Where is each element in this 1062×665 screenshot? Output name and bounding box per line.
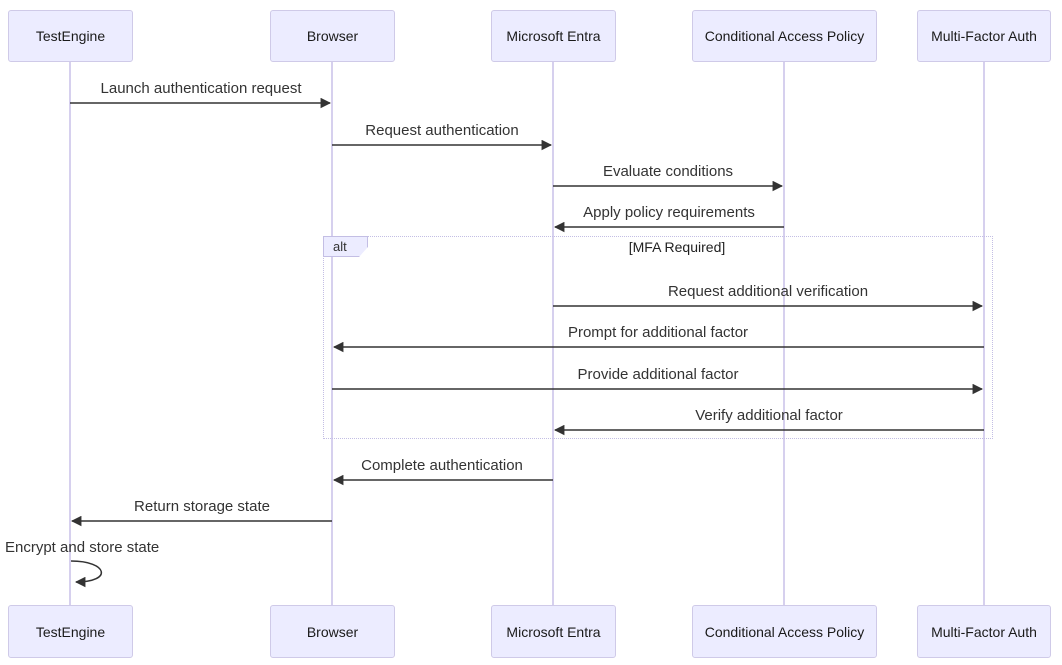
alt-operator-label: alt bbox=[323, 236, 368, 257]
actor-multi-factor-auth-bottom: Multi-Factor Auth bbox=[917, 605, 1051, 658]
actor-conditional-access-policy-bottom: Conditional Access Policy bbox=[692, 605, 877, 658]
lifeline-conditional-access-policy bbox=[783, 62, 785, 605]
message-label: Return storage state bbox=[134, 498, 270, 515]
message-label: Verify additional factor bbox=[695, 407, 843, 424]
arrow-self-encrypt-and-store-state bbox=[70, 560, 102, 588]
alt-frame bbox=[323, 236, 993, 439]
message-label: Prompt for additional factor bbox=[567, 324, 749, 341]
alt-condition-label: [MFA Required] bbox=[628, 239, 726, 255]
actor-conditional-access-policy-top: Conditional Access Policy bbox=[692, 10, 877, 62]
message-label: Launch authentication request bbox=[100, 80, 302, 97]
actor-testengine-top: TestEngine bbox=[8, 10, 133, 62]
lifeline-browser bbox=[331, 62, 333, 605]
lifeline-microsoft-entra bbox=[552, 62, 554, 605]
message-label: Request additional verification bbox=[667, 283, 869, 300]
actor-browser-top: Browser bbox=[270, 10, 395, 62]
actor-microsoft-entra-bottom: Microsoft Entra bbox=[491, 605, 616, 658]
lifeline-multi-factor-auth bbox=[983, 62, 985, 605]
message-label: Provide additional factor bbox=[577, 366, 739, 383]
lifeline-testengine bbox=[69, 62, 71, 605]
message-label: Apply policy requirements bbox=[583, 204, 755, 221]
message-label: Complete authentication bbox=[361, 457, 523, 474]
actor-multi-factor-auth-top: Multi-Factor Auth bbox=[917, 10, 1051, 62]
actor-browser-bottom: Browser bbox=[270, 605, 395, 658]
message-label: Evaluate conditions bbox=[602, 163, 734, 180]
actor-microsoft-entra-top: Microsoft Entra bbox=[491, 10, 616, 62]
message-label: Request authentication bbox=[365, 122, 519, 139]
message-label-self: Encrypt and store state bbox=[5, 539, 160, 556]
actor-testengine-bottom: TestEngine bbox=[8, 605, 133, 658]
